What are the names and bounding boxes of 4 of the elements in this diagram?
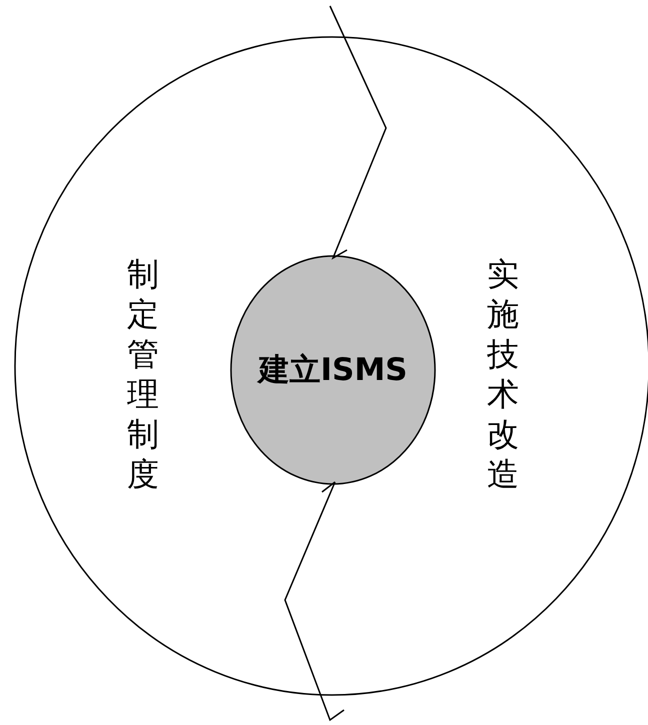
vertical-label: 实施技术改造 [486, 254, 520, 494]
vertical-label: 制定管理制度 [126, 254, 160, 494]
center-label: 建立ISMS [256, 351, 409, 390]
center-circle [230, 255, 436, 485]
